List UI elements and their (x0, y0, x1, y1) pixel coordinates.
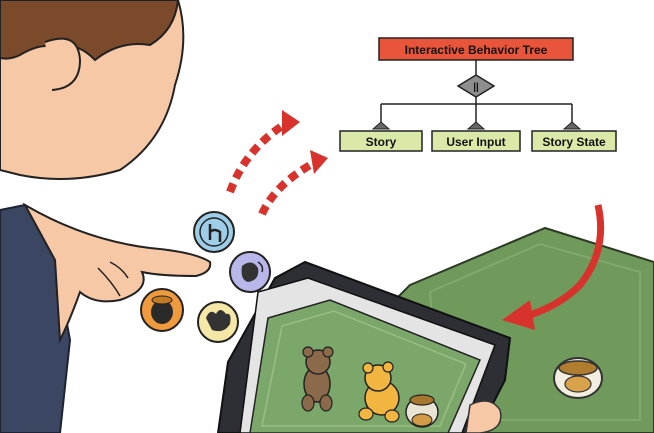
teddy-bear-brown (301, 346, 334, 412)
tree-child-story-state: Story State (531, 121, 617, 152)
tree-child-story: Story (339, 121, 423, 152)
voice-icon (229, 251, 271, 293)
holding-thumb (465, 400, 502, 433)
tree-root-node: Interactive Behavior Tree (378, 37, 574, 61)
arrow-to-tree-2 (258, 150, 328, 216)
arrow-to-table (502, 204, 605, 330)
tree-child-label: User Input (446, 135, 505, 149)
honey-pot-on-tablet (405, 394, 439, 428)
tree-child-label: Story State (542, 135, 606, 149)
arrow-to-tree-1 (226, 110, 300, 194)
honey-pot-on-table (553, 357, 603, 399)
grab-icon (197, 301, 239, 343)
tree-child-label: Story (366, 135, 397, 149)
child-figure (0, 0, 212, 433)
behavior-tree: Interactive Behavior Tree || Story User … (339, 37, 617, 152)
parallel-node: || (456, 74, 496, 98)
tree-child-user-input: User Input (431, 121, 521, 152)
parallel-symbol: || (473, 82, 479, 93)
tree-root-label: Interactive Behavior Tree (405, 43, 548, 57)
honey-pot-icon (140, 288, 184, 332)
teddy-bear-yellow (358, 361, 400, 423)
touch-icon (193, 211, 235, 253)
